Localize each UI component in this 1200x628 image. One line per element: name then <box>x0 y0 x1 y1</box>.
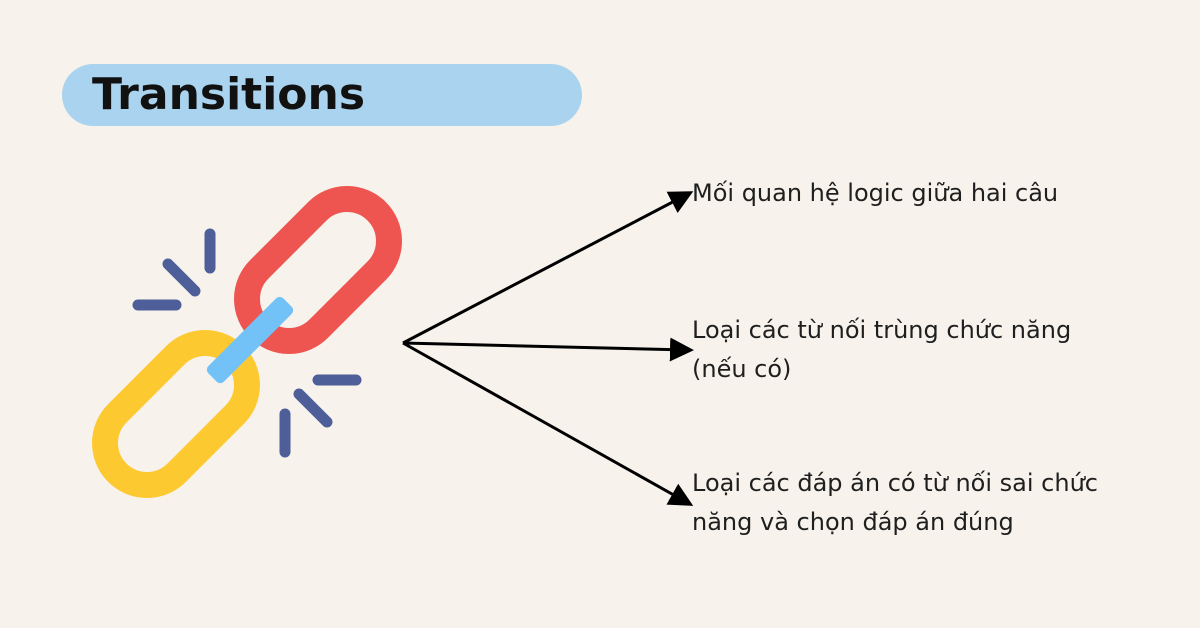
arrow-3 <box>402 341 694 506</box>
title-pill <box>62 64 582 126</box>
arrow-2 <box>402 337 694 362</box>
spark-lines <box>132 228 362 458</box>
broken-link-icon <box>92 186 402 498</box>
item-remove-duplicate-connectors: Loại các từ nối trùng chức năng (nếu có) <box>692 316 1072 383</box>
item-remove-wrong-answers: Loại các đáp án có từ nối sai chức năng … <box>692 469 1098 536</box>
page-title: Transitions <box>92 69 366 120</box>
blue-connector <box>206 296 294 384</box>
arrow-1 <box>402 191 694 345</box>
item-logic-relation: Mối quan hệ logic giữa hai câu <box>692 179 1059 207</box>
